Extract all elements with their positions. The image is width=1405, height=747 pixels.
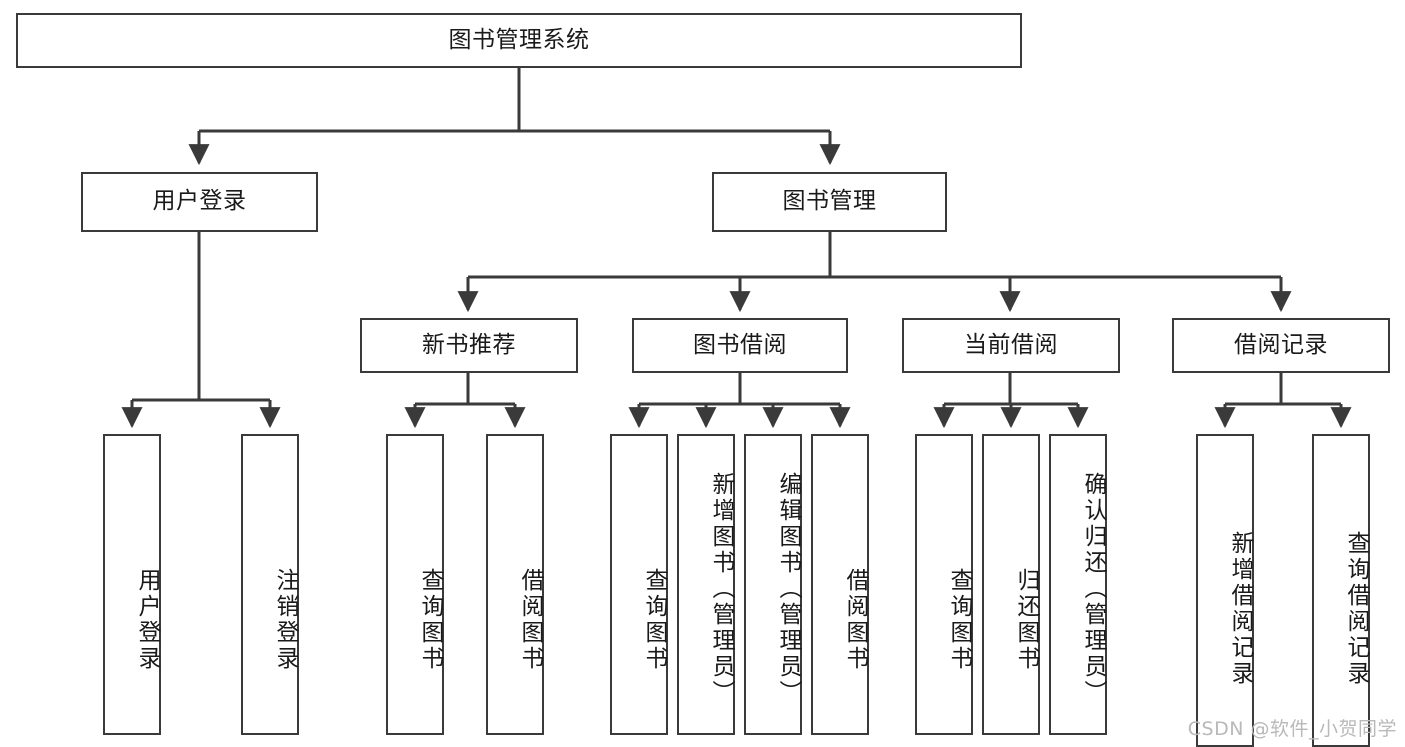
node-leaf-edit-book-admin[interactable]: 编辑图书（管理员） <box>744 434 802 735</box>
node-book-management[interactable]: 图书管理 <box>712 172 947 232</box>
node-leaf-logout[interactable]: 注销登录 <box>241 434 299 735</box>
node-root-system[interactable]: 图书管理系统 <box>16 13 1022 68</box>
node-leaf-query-book-recommendation[interactable]: 查询图书 <box>386 434 444 735</box>
node-leaf-return-book[interactable]: 归还图书 <box>982 434 1040 735</box>
node-leaf-query-book-borrowing[interactable]: 查询图书 <box>610 434 668 735</box>
node-current-borrowing[interactable]: 当前借阅 <box>902 318 1120 373</box>
node-book-borrowing[interactable]: 图书借阅 <box>632 318 848 373</box>
node-new-book-recommendation[interactable]: 新书推荐 <box>360 318 578 373</box>
node-leaf-add-borrow-record[interactable]: 新增借阅记录 <box>1196 434 1254 747</box>
node-leaf-borrow-book-recommendation[interactable]: 借阅图书 <box>486 434 544 735</box>
node-leaf-query-borrow-record[interactable]: 查询借阅记录 <box>1312 434 1370 747</box>
csdn-watermark: CSDN @软件_小贺同学 <box>1187 718 1397 740</box>
node-leaf-user-login[interactable]: 用户登录 <box>103 434 161 735</box>
node-leaf-query-book-current[interactable]: 查询图书 <box>915 434 973 735</box>
node-user-login[interactable]: 用户登录 <box>81 172 318 232</box>
node-leaf-borrow-book-borrowing[interactable]: 借阅图书 <box>811 434 869 735</box>
node-leaf-add-book-admin[interactable]: 新增图书（管理员） <box>677 434 735 735</box>
node-borrowing-records[interactable]: 借阅记录 <box>1172 318 1390 373</box>
node-leaf-confirm-return-admin[interactable]: 确认归还（管理员） <box>1049 434 1107 735</box>
